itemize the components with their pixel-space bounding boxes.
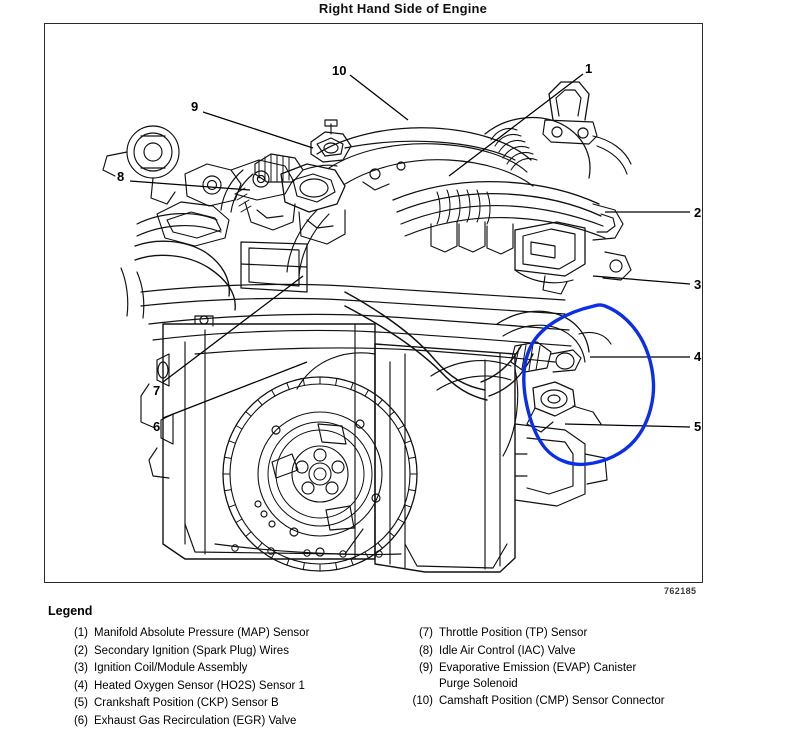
legend-item-number: (8)	[418, 644, 433, 657]
callout-number-2: 2	[694, 205, 702, 220]
legend-item: (9) Evaporative Emission (EVAP) Canister …	[405, 661, 765, 692]
legend-item: (6) Exhaust Gas Recirculation (EGR) Valve	[60, 714, 400, 730]
callout-leader-line-5	[564, 423, 691, 428]
legend-item-number: (6)	[73, 714, 88, 727]
callout-leader-line-1	[448, 73, 584, 177]
callout-leader-lines	[129, 73, 691, 428]
callout-leader-line-10	[349, 74, 409, 121]
legend-item-number: (2)	[73, 644, 88, 657]
page-title: Right Hand Side of Engine	[318, 1, 488, 16]
legend-item-label: Exhaust Gas Recirculation (EGR) Valve	[94, 714, 297, 727]
blue-hand-drawn-circle	[522, 303, 656, 467]
engine-diagram-frame: 10 1 9 8 2 3 4 5 7 6	[44, 23, 703, 583]
legend-item-label: Secondary Ignition (Spark Plug) Wires	[94, 644, 289, 657]
legend-item-number: (4)	[73, 679, 88, 692]
legend-item: (5) Crankshaft Position (CKP) Sensor B	[60, 696, 400, 712]
figure-id-number: 762185	[664, 586, 697, 596]
callout-number-8: 8	[117, 169, 125, 184]
legend-item: (7) Throttle Position (TP) Sensor	[405, 626, 765, 642]
legend-item-label: Ignition Coil/Module Assembly	[94, 662, 248, 674]
callout-number-5: 5	[694, 419, 702, 434]
legend-item-label: Manifold Absolute Pressure (MAP) Sensor	[94, 627, 310, 639]
legend-item-label: Camshaft Position (CMP) Sensor Connector	[439, 695, 665, 707]
legend-column-right: (7) Throttle Position (TP) Sensor (8) Idle …	[405, 626, 765, 712]
legend-item: (3) Ignition Coil/Module Assembly	[60, 661, 400, 677]
callout-number-6: 6	[153, 419, 161, 434]
legend-item-label: Heated Oxygen Sensor (HO2S) Sensor 1	[94, 679, 305, 692]
legend-item: (2) Secondary Ignition (Spark Plug) Wires	[60, 644, 400, 660]
legend-item-label: Crankshaft Position (CKP) Sensor B	[94, 697, 279, 709]
callout-leader-line-7	[162, 275, 304, 383]
legend: Legend (1) Manifold Absolute Pressure (MA…	[0, 600, 806, 735]
callout-leader-line-9	[202, 111, 314, 149]
legend-item: (4) Heated Oxygen Sensor (HO2S) Sensor 1	[60, 679, 400, 695]
legend-item-number: (10)	[412, 695, 433, 707]
callout-number-9: 9	[191, 99, 199, 114]
callout-number-7: 7	[153, 383, 161, 398]
legend-item-number: (5)	[73, 697, 88, 709]
legend-item-number: (1)	[73, 627, 88, 639]
callout-number-3: 3	[694, 277, 702, 292]
engine-line-art	[102, 73, 691, 573]
callout-number-1: 1	[585, 61, 593, 76]
legend-item: (8) Idle Air Control (IAC) Valve	[405, 644, 765, 660]
callout-number-4: 4	[694, 349, 702, 364]
legend-item-label: Idle Air Control (IAC) Valve	[439, 644, 576, 657]
legend-column-left: (1) Manifold Absolute Pressure (MAP) Sens…	[60, 626, 400, 731]
legend-item-number: (3)	[73, 662, 88, 674]
legend-title: Legend	[48, 604, 93, 618]
legend-item-label: Throttle Position (TP) Sensor	[439, 627, 588, 639]
legend-item: (1) Manifold Absolute Pressure (MAP) Sens…	[60, 626, 400, 642]
legend-item-label: Evaporative Emission (EVAP) Canister Pur…	[439, 662, 637, 690]
callout-number-10: 10	[332, 63, 347, 78]
legend-item: (10) Camshaft Position (CMP) Sensor Conne…	[405, 694, 765, 710]
callout-leader-line-3	[592, 275, 691, 285]
callout-leader-line-6	[162, 361, 308, 419]
legend-item-number: (9)	[418, 662, 433, 674]
legend-item-number: (7)	[418, 627, 433, 639]
callout-leader-line-8	[129, 180, 251, 191]
